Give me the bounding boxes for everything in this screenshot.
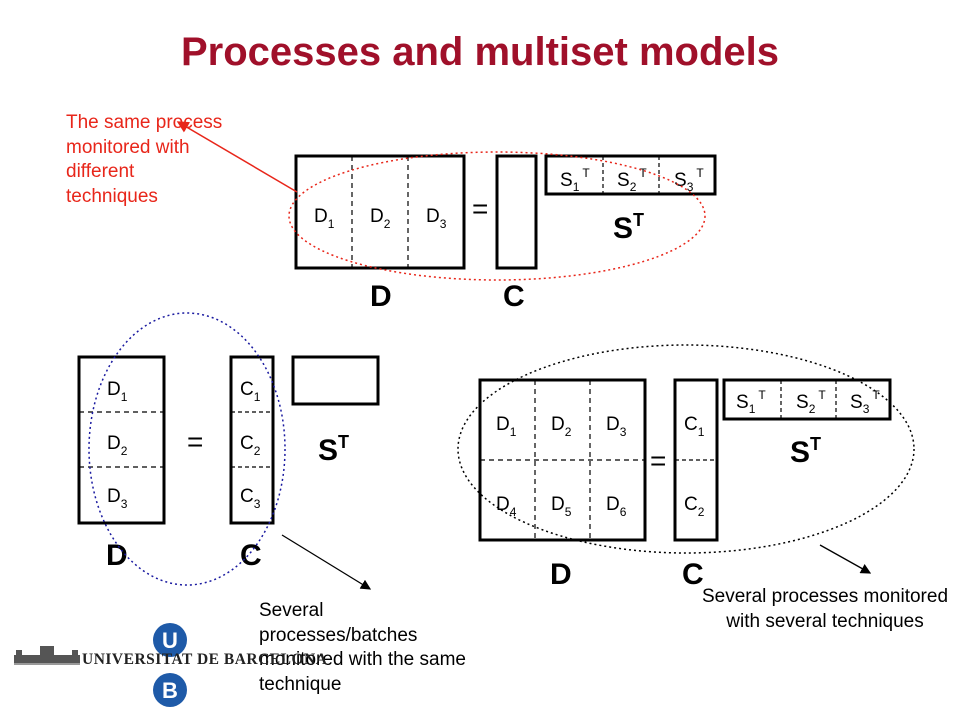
right-black-ellipse xyxy=(457,344,915,554)
university-name: UNIVERSITAT DE BARCELONA xyxy=(82,651,328,668)
left-model: D1 D2 D3 = C1 C2 C3 ST D C xyxy=(77,312,380,590)
top-st-matrix xyxy=(544,154,717,196)
right-d1: D1 xyxy=(496,414,517,439)
left-c2: C2 xyxy=(240,433,261,458)
university-logo: U B xyxy=(14,623,187,707)
top-d2: D2 xyxy=(370,206,391,231)
left-equals: = xyxy=(187,426,203,457)
right-d6: D6 xyxy=(606,494,627,519)
top-d3: D3 xyxy=(426,206,447,231)
top-equals: = xyxy=(472,193,488,224)
left-black-arrow xyxy=(281,534,372,590)
annotation-several-processes: Several processes monitored with several… xyxy=(701,586,949,632)
logo-b-letter: B xyxy=(162,678,178,703)
top-red-arrow xyxy=(176,121,298,193)
top-d-matrix xyxy=(294,154,466,270)
top-s1: S1T xyxy=(560,166,590,194)
slide-title: Processes and multiset models xyxy=(180,30,779,74)
left-d-label: D xyxy=(106,539,128,572)
left-blue-ellipse xyxy=(88,312,286,586)
left-d1: D1 xyxy=(107,379,128,404)
right-c-label: C xyxy=(682,558,704,591)
left-st-matrix xyxy=(291,355,380,406)
right-st-matrix xyxy=(722,378,892,421)
right-c1: C1 xyxy=(684,414,705,439)
top-st-label: ST xyxy=(613,210,644,245)
left-c1: C1 xyxy=(240,379,261,404)
annotation-several-batches: Several processes/batches monitored with… xyxy=(259,600,466,695)
top-c-label: C xyxy=(503,280,525,313)
left-c-matrix xyxy=(229,355,275,525)
right-s2: S2T xyxy=(796,388,826,416)
top-red-ellipse xyxy=(288,151,706,281)
logo-u-circle xyxy=(153,623,187,657)
top-d1: D1 xyxy=(314,206,335,231)
left-c-label: C xyxy=(240,539,262,572)
right-model: D1 D2 D3 D4 D5 D6 = C1 C2 S1T S2T S3T ST… xyxy=(457,344,915,591)
building-icon xyxy=(14,646,80,665)
right-d3: D3 xyxy=(606,414,627,439)
right-s3: S3T xyxy=(850,388,880,416)
top-model: D1 D2 D3 = S1T S2T S3T ST D C xyxy=(176,121,717,313)
logo-b-circle xyxy=(153,673,187,707)
left-d2: D2 xyxy=(107,433,128,458)
left-d3: D3 xyxy=(107,486,128,511)
top-s3: S3T xyxy=(674,166,704,194)
left-c3: C3 xyxy=(240,486,261,511)
right-d4: D4 xyxy=(496,494,517,519)
top-c-matrix xyxy=(495,154,538,270)
left-d-matrix xyxy=(77,355,166,525)
right-s1: S1T xyxy=(736,388,766,416)
right-d-label: D xyxy=(550,558,572,591)
right-d2: D2 xyxy=(551,414,572,439)
top-s2: S2T xyxy=(617,166,647,194)
top-d-label: D xyxy=(370,280,392,313)
right-d5: D5 xyxy=(551,494,572,519)
right-st-label: ST xyxy=(790,434,821,469)
logo-u-letter: U xyxy=(162,628,178,653)
left-st-label: ST xyxy=(318,432,349,467)
right-c2: C2 xyxy=(684,494,705,519)
right-equals: = xyxy=(650,445,666,476)
right-black-arrow xyxy=(819,544,872,574)
